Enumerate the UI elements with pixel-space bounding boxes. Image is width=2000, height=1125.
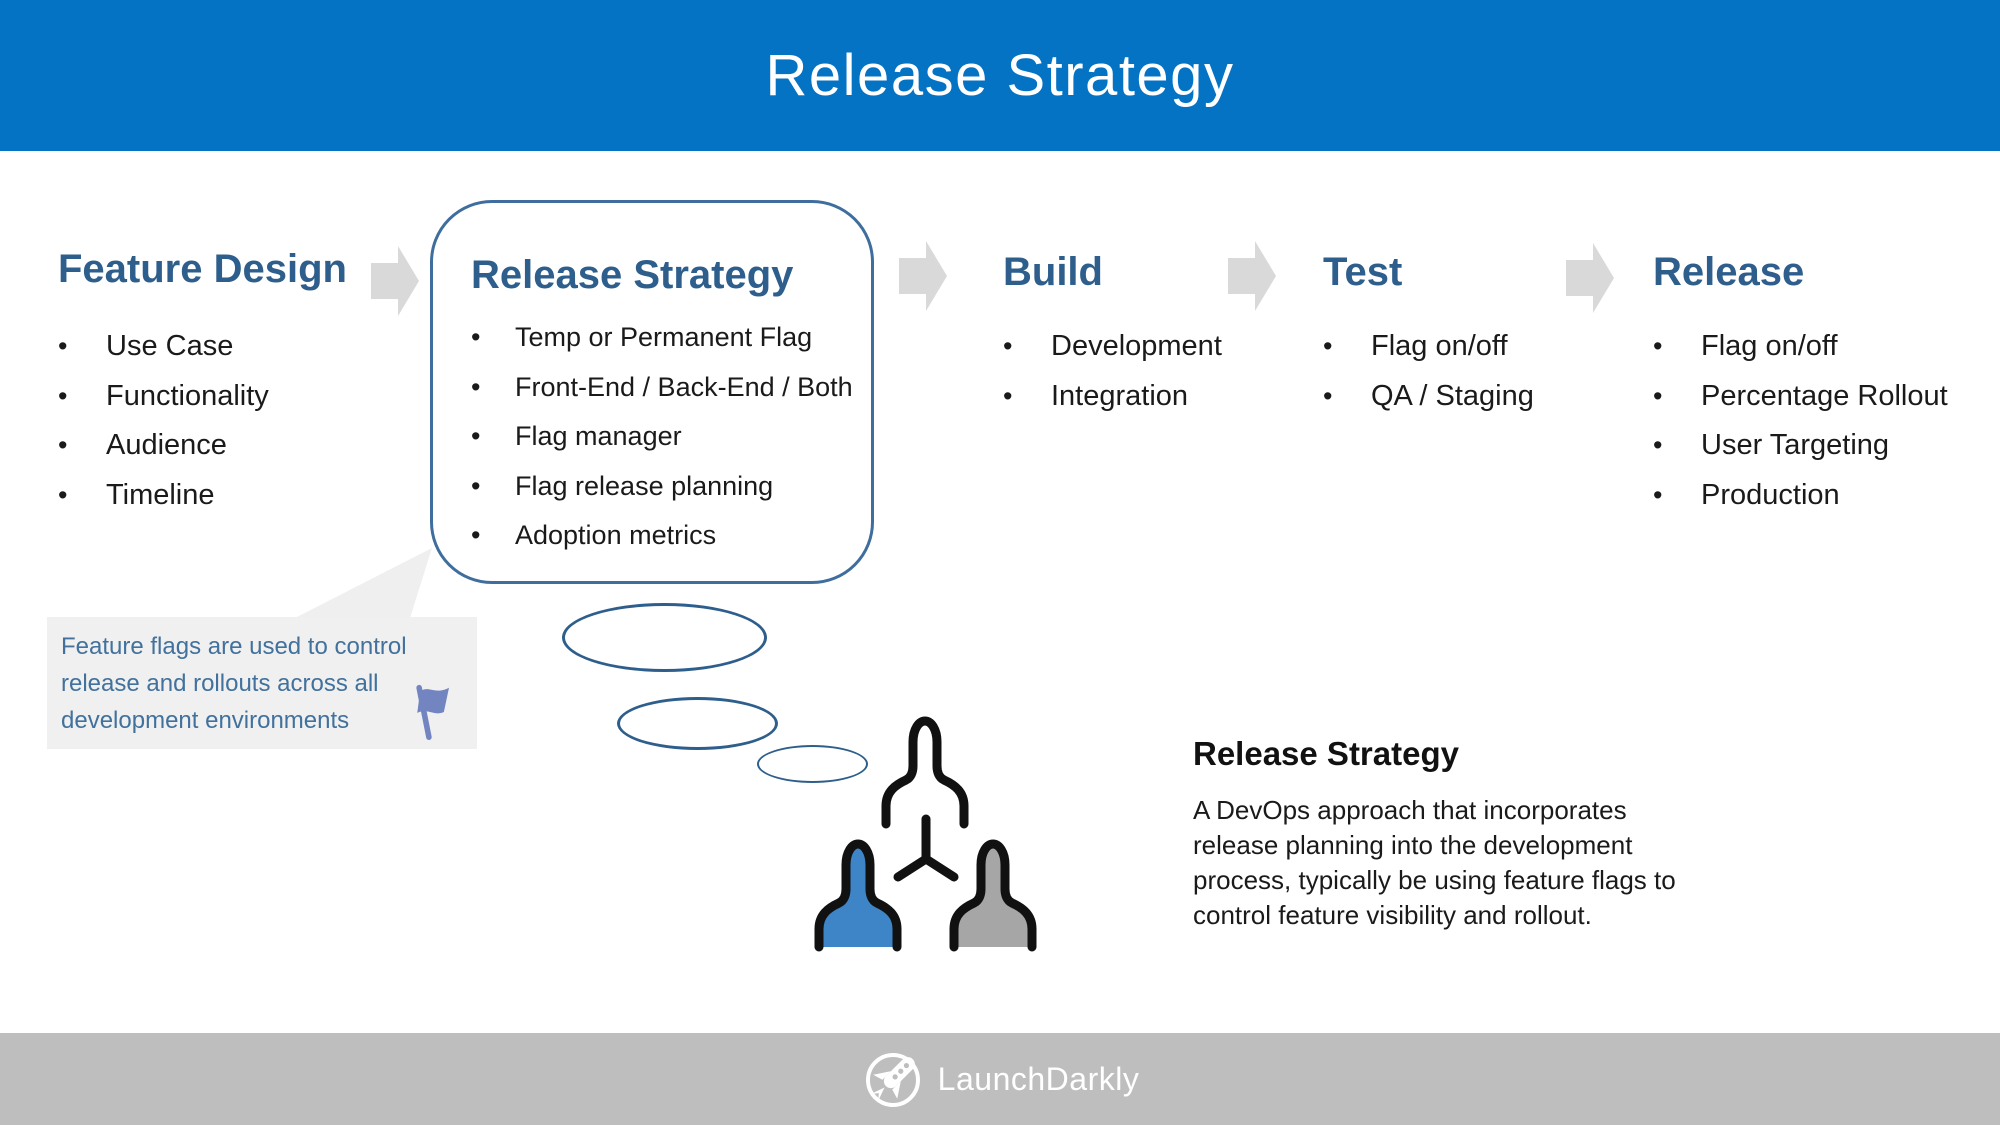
list-item: Percentage Rollout (1653, 372, 1948, 422)
flow-arrow-icon (371, 246, 419, 316)
person-blue-icon (814, 839, 902, 952)
footer-bar: LaunchDarkly (0, 1033, 2000, 1125)
flow-arrow-icon (1228, 241, 1276, 311)
stage-heading: Build (1003, 250, 1103, 294)
list-item: QA / Staging (1323, 372, 1534, 422)
person-top-icon (881, 716, 969, 829)
callout-pointer (295, 548, 432, 618)
list-item: Flag on/off (1653, 322, 1948, 372)
stage-release-strategy-box: Release Strategy Temp or Permanent Flag … (430, 200, 874, 584)
list-item: Development (1003, 322, 1222, 372)
team-icon (814, 716, 1037, 952)
stage-bullet-list: Use Case Functionality Audience Timeline (58, 322, 269, 520)
list-item: Adoption metrics (471, 511, 853, 561)
rocket-icon (865, 1053, 920, 1107)
thought-bubble-small (757, 745, 868, 783)
person-gray-icon (949, 839, 1037, 952)
stage-heading: Release (1653, 250, 1805, 294)
flow-arrow-icon (899, 241, 947, 311)
stage-bullet-list: Development Integration (1003, 322, 1222, 421)
list-item: Front-End / Back-End / Both (471, 363, 853, 413)
stage-bullet-list: Temp or Permanent Flag Front-End / Back-… (471, 313, 853, 561)
list-item: Flag on/off (1323, 322, 1534, 372)
slide-title: Release Strategy (765, 43, 1235, 108)
stage-heading: Release Strategy (471, 253, 794, 297)
list-item: Functionality (58, 372, 269, 422)
thought-bubble-medium (617, 697, 778, 750)
list-item: User Targeting (1653, 421, 1948, 471)
definition-block: Release Strategy A DevOps approach that … (1193, 735, 1738, 933)
title-banner: Release Strategy (0, 0, 2000, 151)
definition-body: A DevOps approach that incorporates rele… (1193, 795, 1676, 930)
brand-name: LaunchDarkly (937, 1060, 1140, 1097)
feature-flag-callout: Feature flags are used to control releas… (47, 617, 477, 749)
callout-text: Feature flags are used to control releas… (61, 633, 407, 734)
flag-icon (416, 684, 449, 740)
list-item: Flag manager (471, 412, 853, 462)
list-item: Timeline (58, 471, 269, 521)
list-item: Use Case (58, 322, 269, 372)
list-item: Temp or Permanent Flag (471, 313, 853, 363)
flow-arrow-icon (1566, 243, 1614, 313)
list-item: Audience (58, 421, 269, 471)
definition-heading: Release Strategy (1193, 735, 1459, 772)
stage-heading: Feature Design (58, 247, 347, 291)
stage-bullet-list: Flag on/off Percentage Rollout User Targ… (1653, 322, 1948, 520)
list-item: Integration (1003, 372, 1222, 422)
list-item: Flag release planning (471, 462, 853, 512)
stage-heading: Test (1323, 250, 1403, 294)
list-item: Production (1653, 471, 1948, 521)
connector-branch-icon (893, 814, 959, 882)
stage-bullet-list: Flag on/off QA / Staging (1323, 322, 1534, 421)
thought-bubble-large (562, 603, 767, 672)
